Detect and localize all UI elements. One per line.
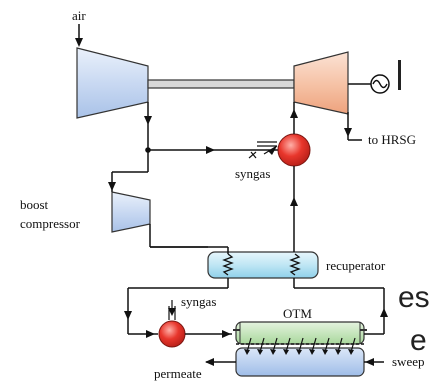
oxygen-flux-arrows bbox=[244, 337, 356, 355]
heater-coil-icon bbox=[222, 253, 301, 276]
syngas-top-label: syngas bbox=[235, 166, 270, 181]
to-hrsg-label: to HRSG bbox=[368, 132, 416, 147]
background-bar bbox=[398, 60, 411, 90]
generator-icon bbox=[370, 74, 390, 94]
syngas-injection-top bbox=[248, 141, 278, 159]
air-label: air bbox=[72, 8, 86, 23]
sweep-label: sweep bbox=[392, 354, 425, 369]
permeate-label: permeate bbox=[154, 366, 202, 381]
boost-compressor bbox=[111, 191, 151, 233]
background-text-1: es bbox=[398, 281, 430, 314]
flux-arrowhead bbox=[270, 349, 276, 355]
boost-label: boost bbox=[20, 197, 49, 212]
recuperator-label: recuperator bbox=[326, 258, 386, 273]
air-inlet-arrow bbox=[75, 24, 83, 47]
recuperator bbox=[207, 251, 319, 279]
flux-arrowhead bbox=[309, 349, 315, 355]
syngas-bottom-label: syngas bbox=[181, 294, 216, 309]
flux-arrowhead bbox=[257, 349, 263, 355]
turbine bbox=[293, 51, 349, 115]
flux-arrowhead bbox=[348, 349, 354, 355]
compressor-label: compressor bbox=[20, 216, 81, 231]
combustor-bottom bbox=[158, 320, 186, 348]
flux-arrowhead bbox=[322, 349, 328, 355]
flux-arrowhead bbox=[244, 349, 250, 355]
flux-arrowhead bbox=[335, 349, 341, 355]
syngas-injection-bottom bbox=[168, 300, 176, 320]
flux-arrowhead bbox=[283, 349, 289, 355]
combustor-top bbox=[277, 133, 311, 167]
flux-arrowhead bbox=[296, 349, 302, 355]
shaft bbox=[147, 79, 295, 89]
main-compressor bbox=[76, 47, 149, 119]
otm-label: OTM bbox=[283, 306, 312, 321]
otm-upper-chamber bbox=[235, 321, 365, 345]
background-text-2: e bbox=[410, 324, 427, 357]
